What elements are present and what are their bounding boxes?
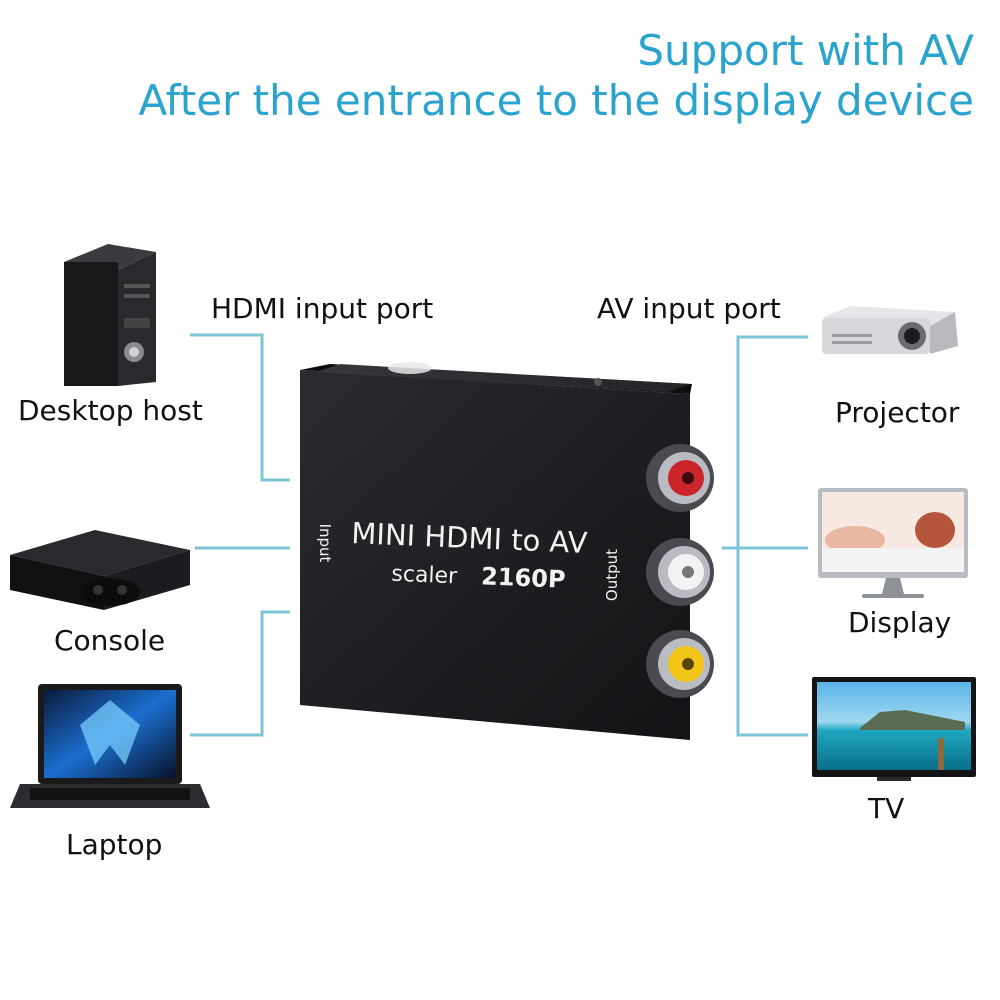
av-input-port-label: AV input port [597, 292, 781, 325]
laptop-icon [10, 684, 210, 808]
output-label-tv: TV [868, 792, 905, 825]
source-label-desktop-host: Desktop host [18, 394, 203, 427]
right-connector-lines [722, 335, 808, 737]
output-label-display: Display [848, 606, 952, 639]
desktop-tower-icon [64, 244, 156, 386]
source-label-laptop: Laptop [66, 828, 163, 861]
output-label-projector: Projector [835, 396, 960, 429]
device-output-side-label: Output [603, 549, 621, 601]
device-resolution-label: 2160P [481, 562, 566, 594]
rca-jack-red [646, 444, 714, 512]
device-input-side-label: Input [316, 524, 334, 563]
rca-jack-white [646, 538, 714, 606]
monitor-icon [818, 488, 968, 598]
rca-jack-yellow [646, 630, 714, 698]
converter-device: MINI HDMI to AV scaler 2160P Input Outpu… [300, 362, 714, 740]
game-console-icon [10, 530, 190, 610]
hdmi-input-port-label: HDMI input port [211, 292, 434, 325]
headline-line-2: After the entrance to the display device [138, 76, 974, 125]
device-scaler-label: scaler [391, 562, 459, 590]
source-label-console: Console [54, 624, 166, 657]
left-connector-lines [190, 333, 290, 737]
projector-icon [822, 306, 958, 354]
headline-line-1: Support with AV [637, 26, 974, 75]
tv-icon [812, 677, 976, 781]
